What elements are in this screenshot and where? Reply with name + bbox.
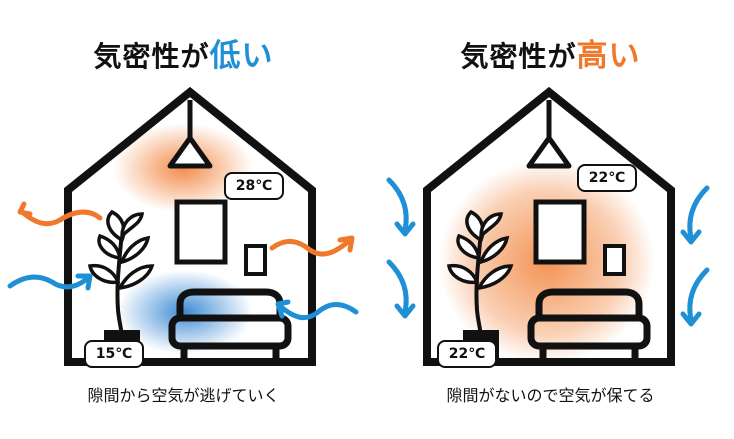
right-temp-top-label: 22℃	[577, 164, 637, 192]
picture-frame-icon	[533, 199, 587, 265]
air-flow-arrow-icon	[386, 177, 710, 327]
potted-plant-icon	[446, 209, 514, 360]
small-frame-icon	[244, 244, 267, 276]
right-caption: 隙間がないので空気が保てる	[446, 386, 655, 405]
right-temp-bottom-label: 22℃	[437, 340, 497, 368]
left-temp-top-label: 28℃	[224, 172, 284, 200]
pendant-lamp-icon	[167, 100, 213, 169]
right-title-highlight: 高い	[576, 38, 641, 74]
left-title-highlight: 低い	[209, 38, 274, 74]
air-flow-arrow-icon	[17, 201, 355, 257]
left-title: 気密性が低い	[0, 30, 367, 75]
pendant-lamp-icon	[526, 100, 572, 169]
left-caption: 隙間から空気が逃げていく	[87, 386, 280, 405]
potted-plant-icon	[87, 209, 155, 360]
left-panel-low-airtightness: 気密性が低い	[0, 30, 367, 405]
right-title-main: 気密性が	[460, 40, 577, 73]
right-title: 気密性が高い	[367, 30, 734, 75]
house-outline-icon	[64, 86, 316, 366]
left-temp-bottom-label: 15℃	[84, 340, 144, 368]
picture-frame-icon	[174, 199, 228, 265]
cold-air-arrow-icon	[7, 273, 359, 321]
right-house-scene	[386, 86, 710, 366]
house-outline-icon	[423, 86, 675, 366]
small-frame-icon	[603, 244, 626, 276]
left-title-main: 気密性が	[93, 40, 210, 73]
right-panel-high-airtightness: 気密性が高い	[367, 0, 734, 439]
left-house-scene	[7, 86, 359, 366]
sofa-icon	[168, 288, 292, 358]
sofa-icon	[527, 288, 651, 358]
